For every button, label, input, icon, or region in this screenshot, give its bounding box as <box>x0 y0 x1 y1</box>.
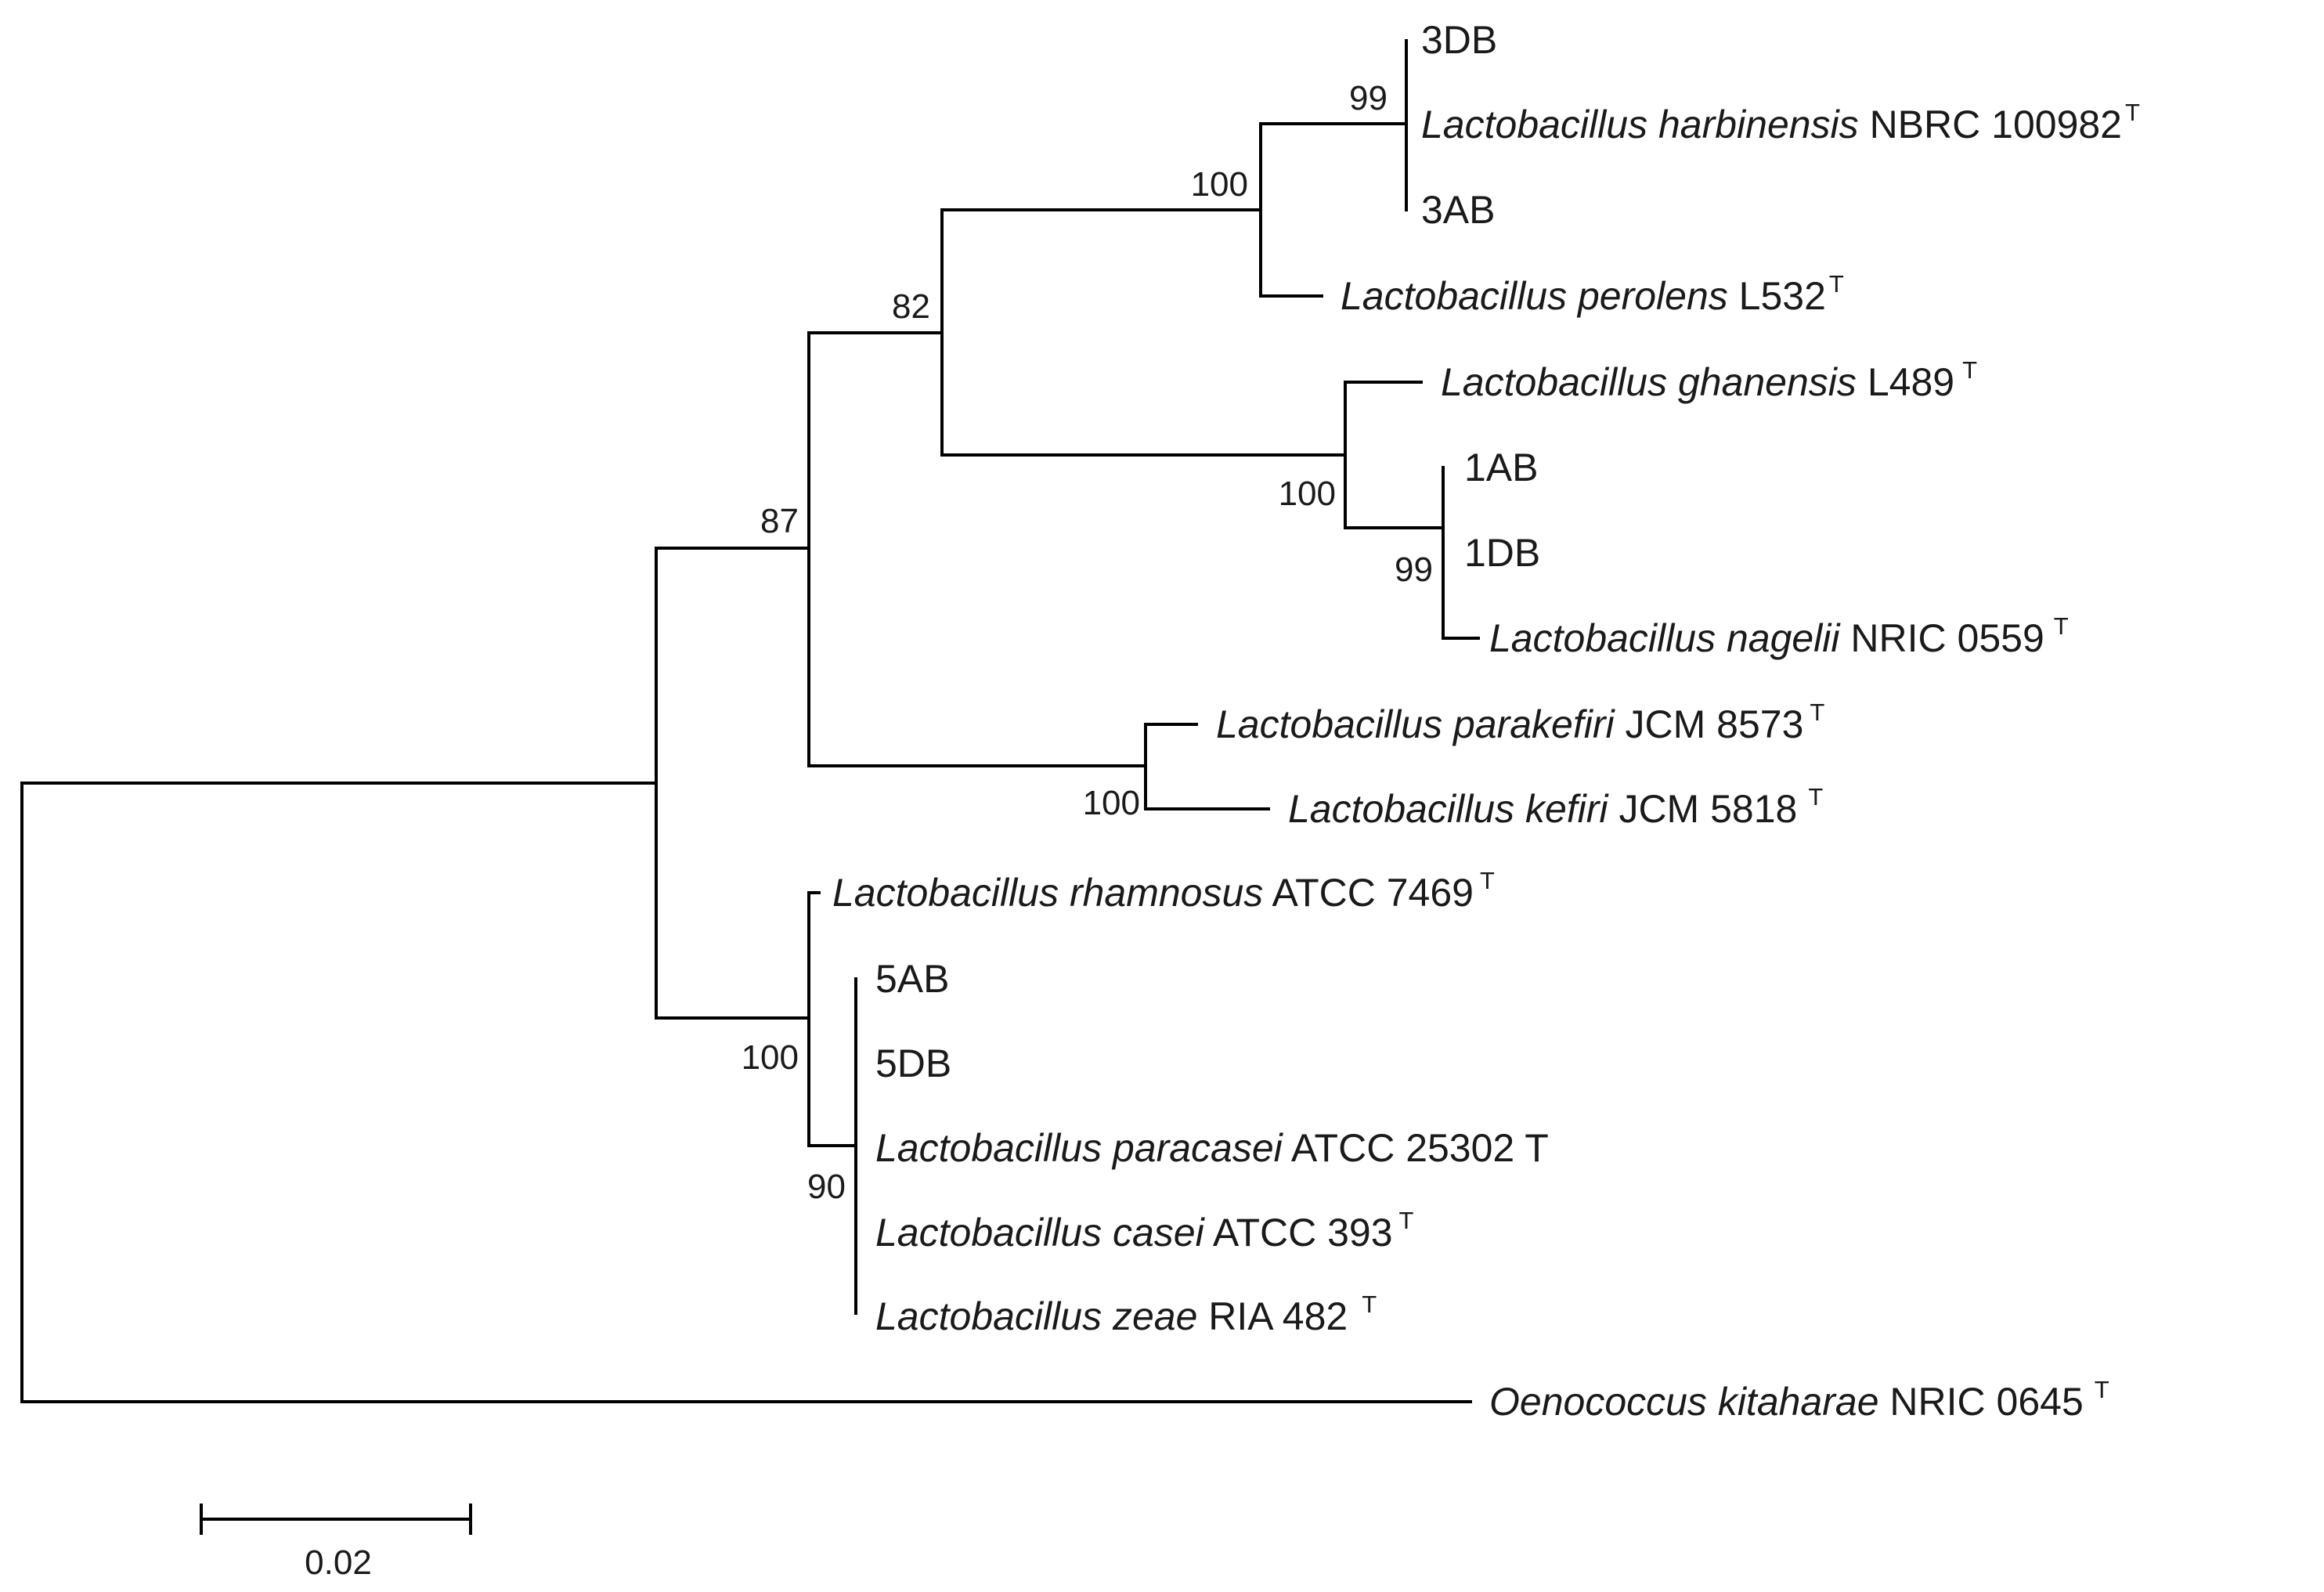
tip-label-5DB: 5DB <box>875 1041 951 1085</box>
tip-label-3AB: 3AB <box>1421 188 1496 232</box>
bootstrap-paracasei-clade: 90 <box>807 1168 846 1206</box>
bootstrap-values: 99 100 82 100 99 87 100 100 90 <box>742 79 1433 1206</box>
bootstrap-upper-clade: 82 <box>892 287 930 326</box>
tip-label-5AB: 5AB <box>875 957 950 1001</box>
scale-bar: 0.02 <box>200 1504 472 1582</box>
tip-label-3DB: 3DB <box>1421 18 1497 62</box>
bootstrap-nagelii-clade: 99 <box>1395 551 1433 589</box>
tip-label-1AB: 1AB <box>1464 446 1539 489</box>
tip-label-1DB: 1DB <box>1464 531 1540 575</box>
bootstrap-harbinensis-perolens: 100 <box>1191 165 1248 204</box>
bootstrap-main-clade: 87 <box>760 502 799 540</box>
scale-bar-line <box>200 1504 472 1535</box>
tip-label-paracasei: Lactobacillus paracasei ATCC 25302 T <box>875 1126 1549 1170</box>
bootstrap-ghanensis-clade: 100 <box>1279 475 1336 513</box>
bootstrap-casei-group: 100 <box>742 1038 799 1077</box>
bootstrap-kefiri-clade: 100 <box>1083 784 1140 822</box>
scale-bar-label: 0.02 <box>305 1543 372 1582</box>
bootstrap-harbinensis-clade: 99 <box>1349 79 1388 117</box>
tip-labels: 3DB Lactobacillus harbinensis NBRC 10098… <box>832 18 2140 1424</box>
tree-branches <box>20 39 1480 1403</box>
